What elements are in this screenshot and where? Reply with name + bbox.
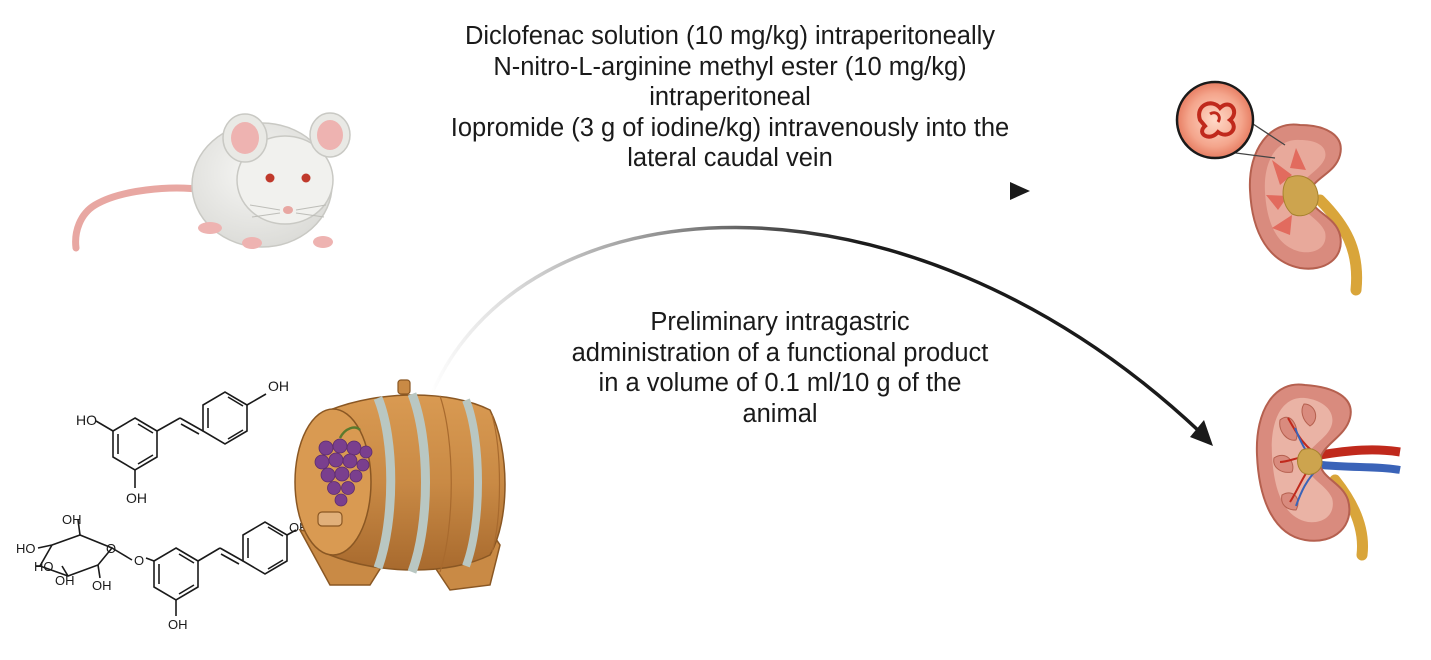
top-protocol-line-4: Iopromide (3 g of iodine/kg) intravenous… — [450, 113, 1010, 142]
wine-barrel-icon — [294, 379, 506, 591]
piceid-ho-left-label: HO — [16, 541, 36, 556]
piceid-glycosidic-o-label: O — [134, 553, 144, 568]
healthy-kidney-icon — [1255, 383, 1401, 561]
curved-arrow-icon — [428, 225, 1213, 446]
resveratrol-molecule — [95, 391, 267, 488]
resveratrol-oh-bottom-label: OH — [126, 490, 147, 506]
top-protocol-line-2: N-nitro-L-arginine methyl ester (10 mg/k… — [493, 52, 967, 81]
grapes-icon — [314, 426, 373, 507]
top-protocol-line-1: Diclofenac solution (10 mg/kg) intraperi… — [464, 22, 996, 50]
top-protocol-line-3: intraperitoneal — [649, 83, 811, 111]
piceid-oh-sugar-top-label: OH — [62, 512, 82, 527]
bottom-protocol-line-3: in a volume of 0.1 ml/10 g of the — [598, 369, 962, 397]
resveratrol-labels: HO OH OH — [76, 378, 289, 506]
straight-arrow-icon — [445, 182, 1030, 200]
bottom-protocol-text: Preliminary intragastric administration … — [520, 307, 1040, 429]
piceid-oh-sugar-mid-label: OH — [55, 573, 75, 588]
resveratrol-ho-label: HO — [76, 412, 97, 428]
bottom-protocol-line-2: administration of a functional product — [571, 338, 989, 367]
mouse-icon — [72, 112, 351, 252]
glomerulus-magnifier-icon — [1175, 80, 1255, 160]
piceid-oh-sugar-right-label: OH — [92, 578, 112, 593]
bottom-protocol-line-1: Preliminary intragastric — [650, 308, 910, 336]
piceid-ring-o-label: O — [106, 541, 116, 556]
piceid-molecule — [36, 519, 297, 616]
top-protocol-text: Diclofenac solution (10 mg/kg) intraperi… — [430, 21, 1030, 174]
piceid-labels: OH HO HO OH OH O O OH OH — [16, 512, 309, 632]
piceid-oh-bottom-label: OH — [168, 617, 188, 632]
damaged-kidney-icon — [1227, 119, 1363, 296]
top-protocol-line-5: lateral caudal vein — [627, 144, 833, 172]
bottom-protocol-line-4: animal — [742, 399, 818, 428]
piceid-ho-lower-label: HO — [34, 559, 54, 574]
resveratrol-oh-top-label: OH — [268, 378, 289, 394]
